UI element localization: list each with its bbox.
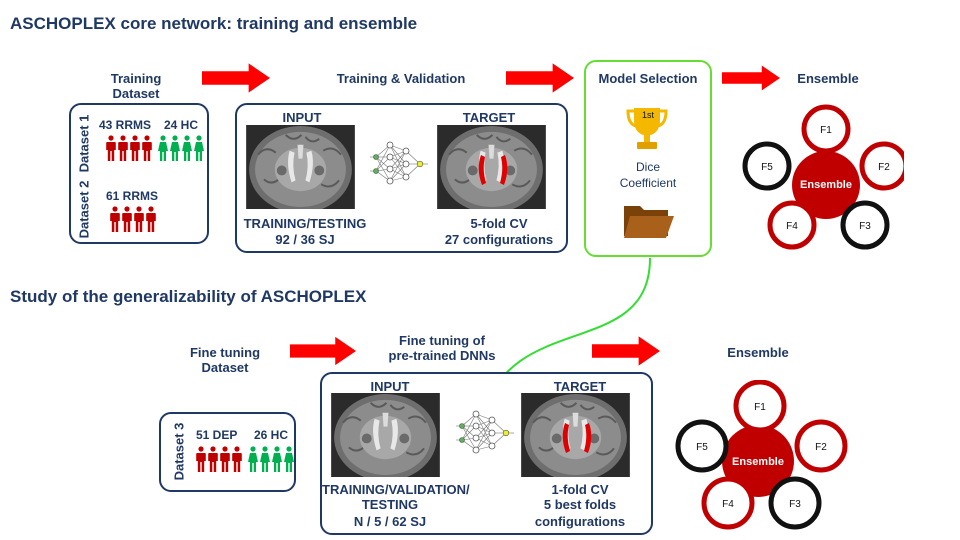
fold-circle-f5	[742, 141, 792, 191]
tvt-line3: N / 5 / 62 SJ	[353, 514, 427, 529]
cv2-line1: 1-fold CV	[551, 482, 609, 497]
section1-title: ASCHOPLEX core network: training and ens…	[10, 14, 418, 33]
model-selection-box	[584, 60, 712, 257]
fold-label-f4: F4	[722, 499, 734, 510]
section2-title: Study of the generalizability of ASCHOPL…	[10, 287, 367, 306]
fold-label-f2: F2	[815, 442, 827, 453]
arrow-icon	[506, 63, 574, 93]
tvt-line2: TESTING	[361, 497, 419, 512]
target-label-2: TARGET	[553, 379, 607, 394]
training-testing-line2: 92 / 36 SJ	[275, 232, 335, 247]
patient-group-icon	[106, 135, 152, 161]
arrow-icon	[592, 336, 660, 366]
dice-line1: Dice	[635, 160, 660, 174]
target-label: TARGET	[462, 110, 516, 125]
fold-label-f1: F1	[820, 125, 832, 136]
ensemble-center-label: Ensemble	[732, 456, 784, 468]
neural-network-icon	[370, 139, 430, 189]
ensemble-diagram-2: Ensemble F1 F2 F3 F4 F5	[675, 380, 848, 530]
tvt-line1: TRAINING/VALIDATION/	[322, 482, 470, 497]
trophy-rank: 1st	[641, 110, 654, 120]
arrow-icon	[202, 63, 270, 93]
fold-circle-f1	[801, 104, 851, 154]
mri-target-image	[436, 125, 547, 209]
control-group-icon	[248, 446, 294, 472]
ensemble-diagram-1: Ensemble F1 F2 F3 F4 F5	[742, 104, 904, 250]
fine-tuning-label: Fine tuning of pre-trained DNNs	[388, 333, 496, 363]
mri-target-image	[520, 393, 631, 477]
fine-tuning-dataset-label: Fine tuning Dataset	[189, 345, 261, 375]
training-dataset-label: Training Dataset	[110, 71, 162, 101]
fold-circle-f3	[840, 200, 890, 250]
input-label: INPUT	[282, 110, 322, 125]
d3-hc-count: 26 HC	[254, 428, 289, 442]
cv-line1: 5-fold CV	[470, 216, 528, 231]
dice-line2: Coefficient	[619, 176, 677, 190]
training-validation-label: Training & Validation	[336, 71, 466, 86]
folder-icon	[624, 206, 674, 238]
fold-circle-f3	[768, 476, 822, 530]
d1-hc-count: 24 HC	[164, 118, 199, 132]
ensemble-center-circle	[792, 151, 860, 219]
mri-input-image	[330, 393, 441, 477]
cv2-line2: 5 best folds	[543, 497, 617, 512]
mri-input-image	[245, 125, 356, 209]
fold-label-f2: F2	[878, 162, 890, 173]
arrow-icon	[722, 63, 780, 93]
dataset2-label: Dataset 2	[76, 180, 92, 239]
fold-circle-f4	[701, 476, 755, 530]
cv2-line3: configurations	[534, 514, 626, 529]
trophy-icon	[626, 108, 668, 149]
cv-line2: 27 configurations	[444, 232, 554, 247]
patient-group-icon	[110, 206, 156, 232]
ensemble-title-2: Ensemble	[727, 345, 789, 360]
fold-circle-f1	[733, 380, 787, 433]
ensemble-title-1: Ensemble	[797, 71, 859, 86]
d2-rrms-count: 61 RRMS	[106, 189, 159, 203]
fold-label-f4: F4	[786, 221, 798, 232]
model-selection-label: Model Selection	[598, 71, 698, 86]
d3-dep-count: 51 DEP	[196, 428, 238, 442]
fold-label-f5: F5	[696, 442, 708, 453]
dataset1-label: Dataset 1	[76, 114, 92, 173]
ensemble-center-label: Ensemble	[800, 179, 852, 191]
fold-label-f5: F5	[761, 162, 773, 173]
fold-label-f3: F3	[789, 499, 801, 510]
fold-circle-f5	[675, 419, 729, 473]
dataset3-label: Dataset 3	[171, 422, 187, 481]
fold-label-f1: F1	[754, 402, 766, 413]
fine-tuning-dataset-box	[159, 412, 296, 492]
patient-group-icon	[196, 446, 242, 472]
training-testing-line1: TRAINING/TESTING	[243, 216, 367, 231]
fold-circle-f4	[767, 200, 817, 250]
fold-label-f3: F3	[859, 221, 871, 232]
neural-network-icon	[456, 408, 516, 458]
control-group-icon	[158, 135, 204, 161]
fold-circle-f2	[794, 419, 848, 473]
input-label-2: INPUT	[370, 379, 410, 394]
fold-circle-f2	[859, 141, 904, 191]
d1-rrms-count: 43 RRMS	[99, 118, 152, 132]
ensemble-center-circle	[722, 425, 794, 497]
arrow-icon	[290, 336, 356, 366]
